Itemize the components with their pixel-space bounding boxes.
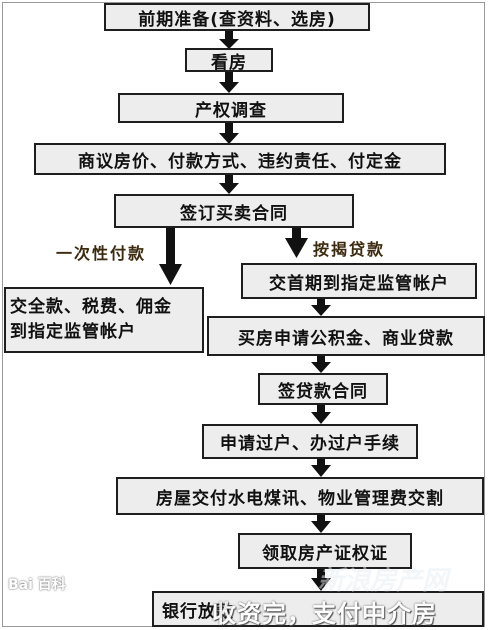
- step-transfer: 申请过户、办过户手续: [202, 424, 418, 459]
- arrow-r4-r5: [317, 458, 325, 467]
- arrow-r2-r3: [317, 355, 325, 364]
- arrow-1-2: [225, 29, 233, 41]
- step-loan-application: 买房申请公积金、商业贷款: [207, 316, 485, 356]
- step-down-payment: 交首期到指定监管帐户: [241, 263, 477, 299]
- step-sign-contract: 签订买卖合同: [114, 194, 354, 228]
- watermark-baidu-logo: Bai 百科: [8, 577, 66, 593]
- arrow-r1-r2-head: [311, 305, 331, 316]
- watermark-bottom-text: 收资完，支付中介房: [212, 600, 437, 628]
- arrow-mortgage: [292, 226, 301, 240]
- arrow-3-4: [225, 121, 233, 135]
- arrow-r5-r6: [317, 513, 325, 523]
- branch-label-mortgage: 按揭贷款: [313, 240, 386, 259]
- arrow-4-5-head: [219, 183, 239, 194]
- arrow-r6-r7-head: [311, 578, 331, 591]
- arrow-3-4-head: [219, 133, 239, 144]
- arrow-r3-r4: [317, 404, 325, 414]
- arrow-4-5: [225, 173, 233, 185]
- step-preparation: 前期准备(查资料、选房): [104, 3, 370, 31]
- arrow-r1-r2: [317, 297, 325, 307]
- arrow-r6-r7: [317, 568, 325, 580]
- step-bank-loan: 银行放款: [152, 591, 484, 627]
- arrow-r3-r4-head: [311, 412, 331, 424]
- arrow-2-3: [225, 68, 233, 84]
- full-payment-line-2: 到指定监管帐户: [10, 322, 136, 342]
- arrow-lump-sum-head: [159, 264, 182, 285]
- arrow-1-2-head: [219, 39, 239, 49]
- full-payment-line-1: 交全款、税费、佣金: [10, 297, 172, 317]
- step-loan-contract: 签贷款合同: [258, 373, 388, 405]
- step-certificate: 领取房产证权证: [238, 533, 412, 569]
- arrow-r5-r6-head: [311, 521, 331, 533]
- step-negotiate: 商议房价、付款方式、违约责任、付定金: [34, 143, 446, 175]
- arrow-lump-sum: [166, 226, 175, 266]
- watermark-site: 新浪房产网: [318, 566, 449, 596]
- step-view-house: 看房: [185, 48, 273, 73]
- step-handover: 房屋交付水电煤讯、物业管理费交割: [116, 477, 484, 515]
- arrow-2-3-head: [219, 82, 239, 93]
- arrow-r2-r3-head: [311, 362, 331, 373]
- step-title-check: 产权调查: [118, 93, 344, 123]
- arrow-mortgage-head: [285, 238, 308, 258]
- step-full-payment: 交全款、税费、佣金 到指定监管帐户: [4, 287, 204, 353]
- arrow-r4-r5-head: [311, 465, 331, 477]
- branch-label-lump-sum: 一次性付款: [56, 244, 147, 263]
